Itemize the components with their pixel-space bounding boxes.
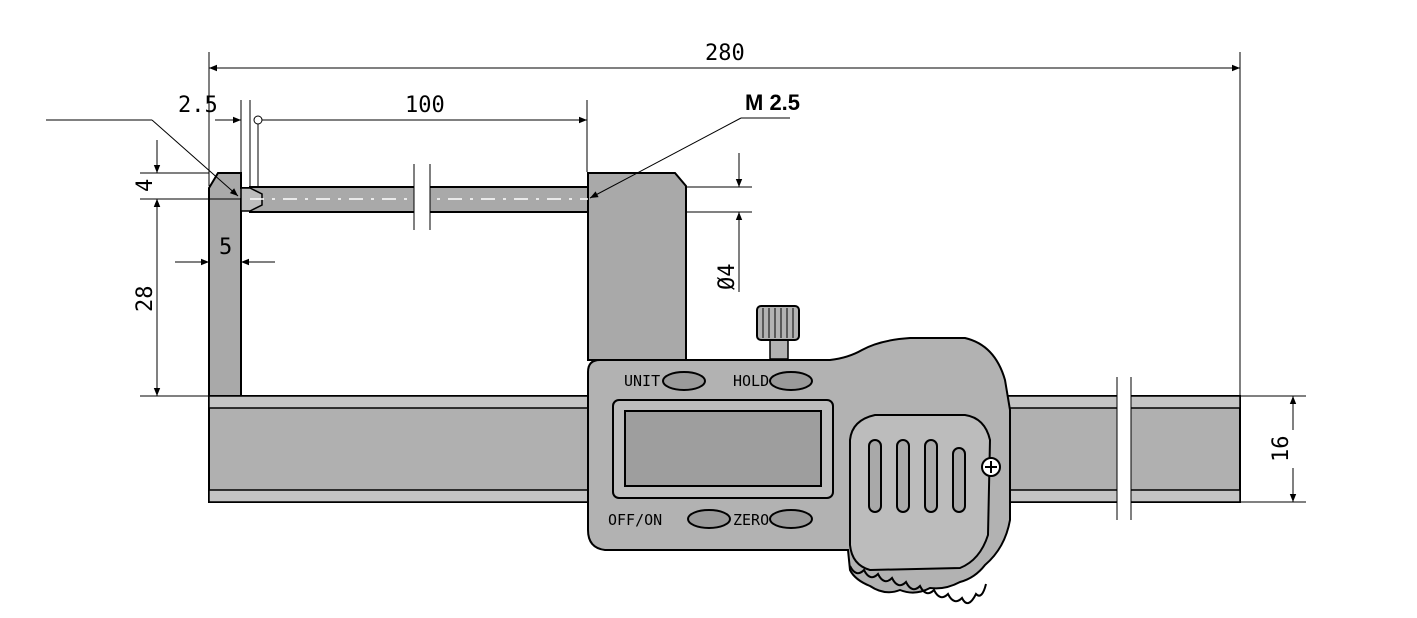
off-on-button[interactable]: OFF/ON — [608, 509, 731, 529]
dim-jaw-depth: 100 — [405, 93, 445, 118]
lcd-screen — [624, 410, 822, 487]
zero-button-label: ZERO — [733, 511, 769, 529]
zero-button[interactable]: ZERO — [733, 509, 813, 529]
dim-beam-height: 16 — [1269, 436, 1294, 463]
digital-head: UNIT HOLD OFF/ON ZERO — [587, 305, 1011, 605]
dim-tip-height: 4 — [133, 179, 158, 192]
hold-button-label: HOLD — [733, 372, 769, 390]
dim-jaw-offset: 2.5 — [178, 93, 218, 118]
dim-jaw-width: 5 — [219, 235, 232, 260]
grip-bumps — [849, 565, 987, 605]
dim-overall-length: 280 — [705, 41, 745, 66]
hold-button[interactable]: HOLD — [733, 371, 813, 391]
dim-spindle-diameter: Ø4 — [715, 264, 740, 291]
beam-break-marks — [1116, 377, 1132, 520]
grip-slots — [868, 439, 966, 513]
unit-button-label: UNIT — [624, 372, 660, 390]
unit-button[interactable]: UNIT — [624, 371, 706, 391]
spindle-break-marks — [250, 164, 588, 230]
dimensions: 280 2.5 100 M 2.5 4 28 5 — [46, 41, 1306, 503]
dim-throat-depth: 28 — [133, 286, 158, 313]
knurled-knob-icon[interactable] — [756, 305, 800, 360]
off-on-button-label: OFF/ON — [608, 511, 662, 529]
right-jaw — [587, 172, 687, 361]
dim-thread: M 2.5 — [745, 90, 800, 115]
plus-screw-icon — [981, 457, 1001, 477]
